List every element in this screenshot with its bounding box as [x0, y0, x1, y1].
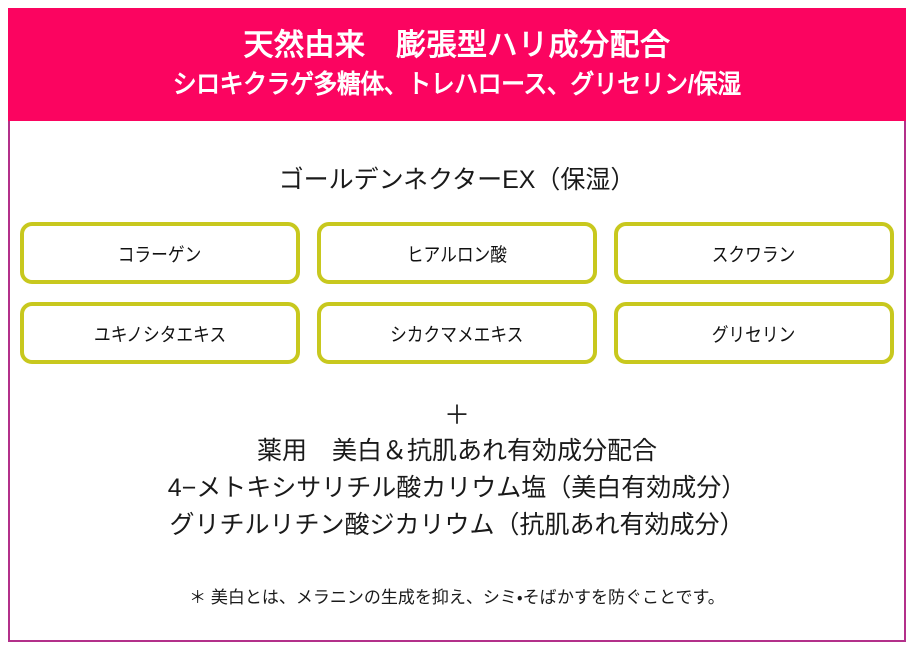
header-title: 天然由来 膨張型ハリ成分配合 [243, 29, 671, 63]
ingredient-box-winged-bean-extract: シカクマメエキス [317, 302, 597, 364]
ingredient-label: グリセリン [712, 324, 796, 346]
plus-icon: ＋ [443, 400, 470, 430]
ingredient-box-hyaluronic-acid: ヒアルロン酸 [317, 222, 597, 284]
header-subtitle: シロキクラゲ多糖体、トレハロース、グリセリン/保湿 [172, 68, 742, 99]
ingredient-box-saxifraga-extract: ユキノシタエキス [20, 302, 300, 364]
ingredient-label: シカクマメエキス [390, 324, 524, 346]
panel-content: ゴールデンネクターEX（保湿） コラーゲン ヒアルロン酸 スクワラン ユキノシタ… [10, 123, 904, 640]
ingredient-label: ユキノシタエキス [93, 324, 227, 346]
ingredient-label: スクワラン [712, 244, 796, 266]
ingredient-row: コラーゲン ヒアルロン酸 スクワラン [20, 222, 894, 284]
claim-line-heading: 薬用 美白＆抗肌あれ有効成分配合 [256, 437, 657, 465]
ingredient-row: ユキノシタエキス シカクマメエキス グリセリン [20, 302, 894, 364]
ingredient-box-collagen: コラーゲン [20, 222, 300, 284]
claims-block: 薬用 美白＆抗肌あれ有効成分配合 4−メトキシサリチル酸カリウム塩（美白有効成分… [10, 433, 904, 544]
ingredient-label: コラーゲン [118, 244, 202, 266]
claim-line-whitening-agent: 4−メトキシサリチル酸カリウム塩（美白有効成分） [167, 474, 747, 502]
footnote-text: ＊ 美白とは、メラニンの生成を抑え、シミ・そばかすを防ぐことです。 [189, 588, 725, 607]
claim-line-anti-irritation-agent: グリチルリチン酸ジカリウム（抗肌あれ有効成分） [169, 511, 745, 539]
ingredient-box-glycerin: グリセリン [614, 302, 894, 364]
section-title: ゴールデンネクターEX（保湿） [278, 166, 636, 194]
ingredient-grid: コラーゲン ヒアルロン酸 スクワラン ユキノシタエキス シカクマメエキス グリセ… [20, 222, 894, 382]
ingredient-label: ヒアルロン酸 [406, 244, 508, 266]
ingredient-box-squalane: スクワラン [614, 222, 894, 284]
header-banner: 天然由来 膨張型ハリ成分配合 シロキクラゲ多糖体、トレハロース、グリセリン/保湿 [8, 8, 906, 121]
